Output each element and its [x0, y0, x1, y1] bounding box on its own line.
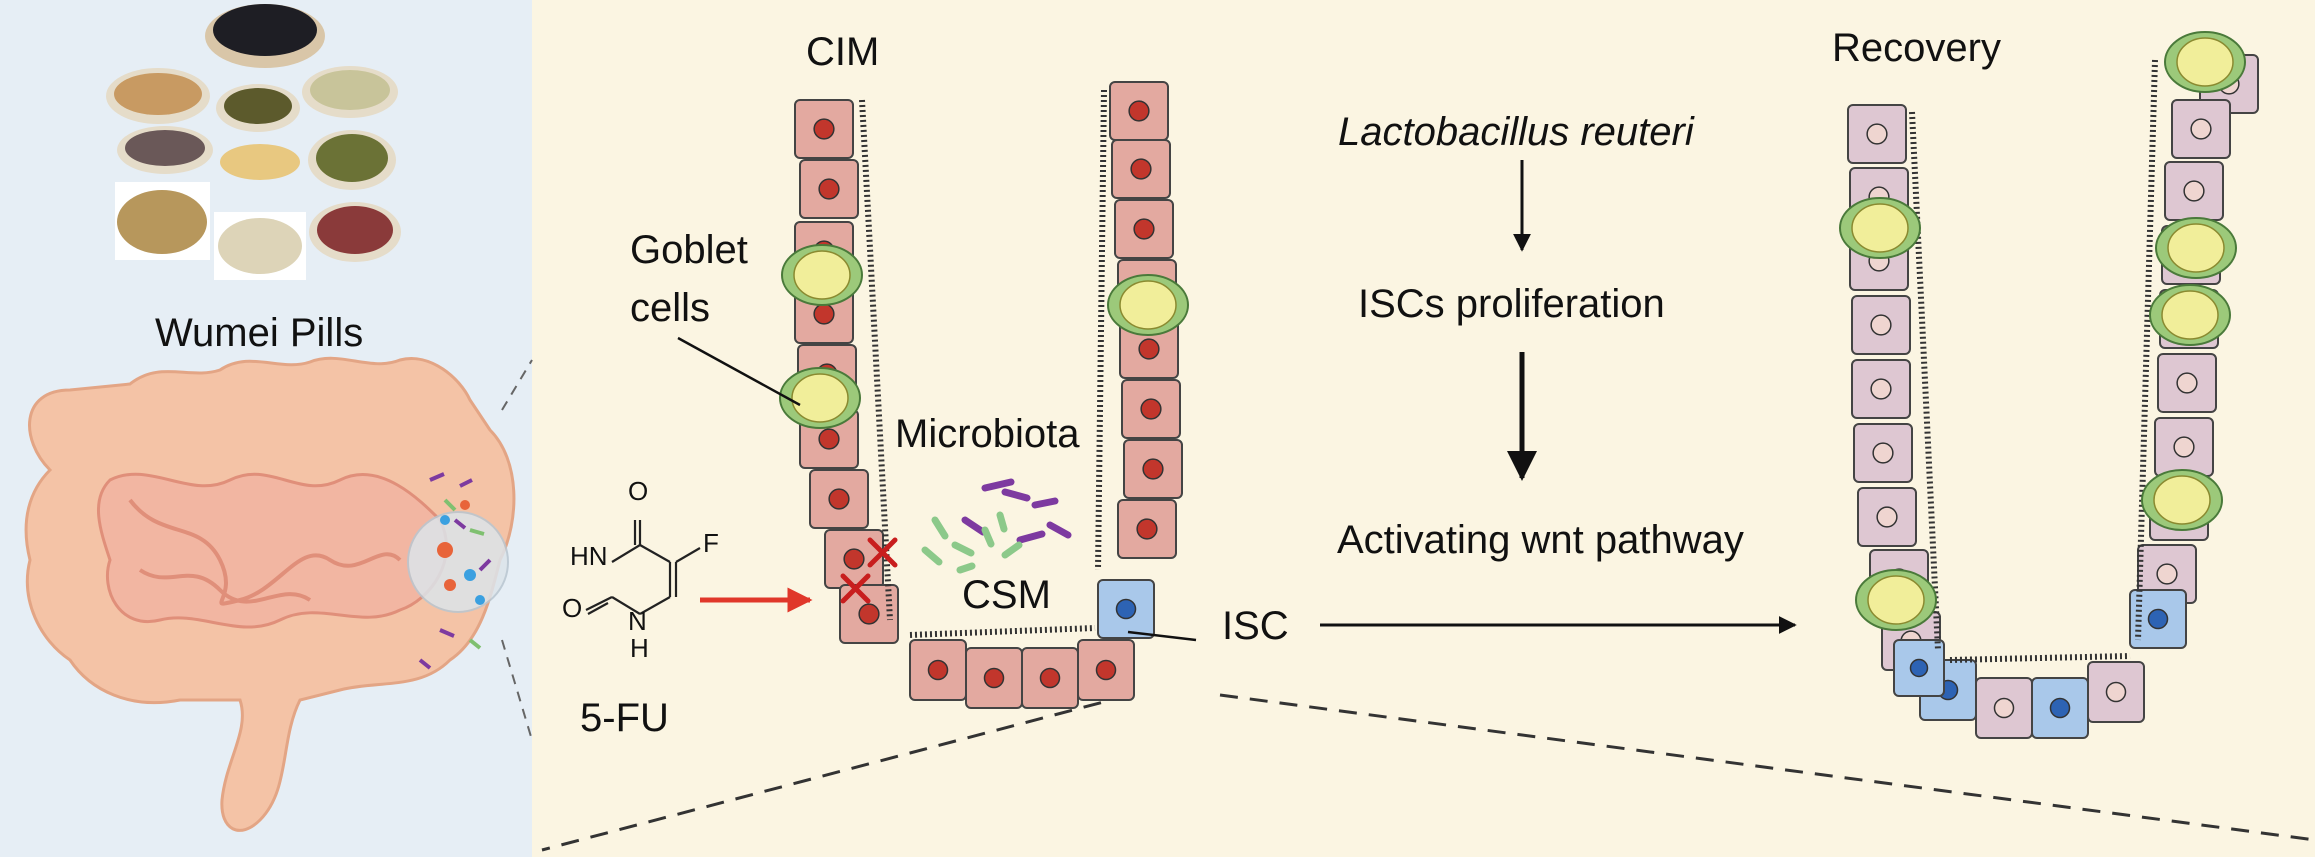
- damaged-cell: [1109, 81, 1169, 141]
- microbiota-label: Microbiota: [895, 412, 1080, 456]
- recovery-label: Recovery: [1832, 26, 2001, 70]
- damaged-cell: [909, 639, 967, 701]
- goblet-pointer: [677, 336, 801, 407]
- zoom-line-right: [1219, 693, 2315, 842]
- damaged-cell: [794, 99, 854, 159]
- healthy-cell: [2171, 99, 2231, 159]
- recovery-stem-cell: [2129, 589, 2187, 649]
- damaged-cell: [1117, 499, 1177, 559]
- cim-label: CIM: [806, 30, 880, 74]
- recovery-stem-cell: [2031, 677, 2089, 739]
- goblet-cell: [1107, 274, 1189, 336]
- damage-marks: [840, 537, 898, 604]
- goblet-cell: [1839, 197, 1921, 259]
- damaged-cell: [824, 529, 884, 589]
- drug-label: 5-FU: [580, 696, 669, 740]
- atom-hn: HN: [570, 541, 608, 571]
- recovery-crypt: [1839, 31, 2259, 739]
- goblet-cell: [1855, 569, 1937, 631]
- recovery-stem-cell: [1893, 639, 1945, 697]
- step-wnt-pathway: Activating wnt pathway: [1337, 518, 1744, 562]
- goblet-cell: [781, 244, 863, 306]
- healthy-cell: [1851, 295, 1911, 355]
- damaged-crypt-stem-cell: [1097, 579, 1155, 639]
- damaged-cell: [1114, 199, 1174, 259]
- healthy-cell: [1857, 487, 1917, 547]
- atom-h: H: [630, 633, 649, 663]
- zoom-line-left: [541, 693, 1131, 852]
- healthy-cell: [2087, 661, 2145, 723]
- goblet-label-line1: Goblet: [630, 228, 748, 272]
- healthy-cell: [2157, 353, 2217, 413]
- step-lactobacillus: Lactobacillus reuteri: [1338, 110, 1694, 154]
- intestine-illustration: [24, 356, 533, 832]
- healthy-cell: [1853, 423, 1913, 483]
- atom-n: N: [628, 606, 647, 636]
- healthy-cell: [2137, 544, 2197, 604]
- damaged-crypt: [779, 81, 1189, 709]
- isc-label: ISC: [1222, 604, 1289, 648]
- damaged-cell: [1123, 439, 1183, 499]
- damaged-cell: [809, 469, 869, 529]
- damaged-cell: [1111, 139, 1171, 199]
- healthy-cell: [1847, 104, 1907, 164]
- damaged-cell: [1119, 319, 1179, 379]
- goblet-cell: [2164, 31, 2246, 93]
- goblet-cell: [2149, 284, 2231, 346]
- step-isc-proliferation: ISCs proliferation: [1358, 282, 1665, 326]
- atom-o-top: O: [628, 476, 649, 506]
- atom-f: F: [703, 528, 719, 558]
- 5fu-molecule: [585, 520, 701, 615]
- isc-pointer: [1127, 630, 1197, 642]
- microbiota-cluster: [921, 478, 1072, 574]
- herb-title: Wumei Pills: [155, 311, 364, 355]
- goblet-cell: [2155, 217, 2237, 279]
- atom-o-bottom: O: [562, 593, 583, 623]
- damaged-cell: [1077, 639, 1135, 701]
- goblet-label-line2: cells: [630, 286, 711, 330]
- goblet-cell: [779, 367, 861, 429]
- healthy-cell: [1851, 359, 1911, 419]
- damaged-cell: [799, 159, 859, 219]
- herb-bowls: [106, 4, 401, 280]
- damaged-cell: [965, 647, 1023, 709]
- damaged-cell: [1021, 647, 1079, 709]
- csm-label: CSM: [962, 573, 1051, 617]
- healthy-cell: [2154, 417, 2214, 477]
- damaged-cell: [1121, 379, 1181, 439]
- damaged-cell: [839, 584, 899, 644]
- healthy-cell: [2164, 161, 2224, 221]
- goblet-cell: [2141, 469, 2223, 531]
- healthy-cell: [1975, 677, 2033, 739]
